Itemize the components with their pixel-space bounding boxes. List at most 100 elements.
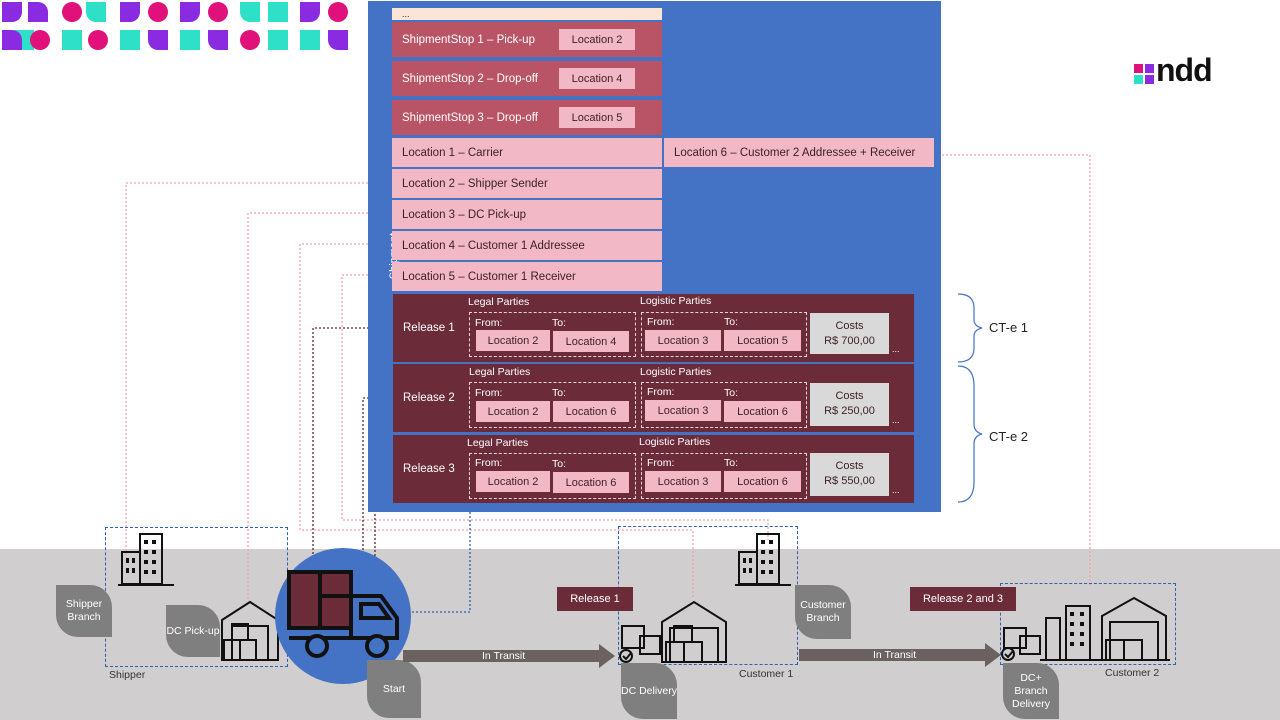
customer2-caption: Customer 2 [1105, 667, 1160, 679]
more-ellipsis: ... [892, 344, 900, 354]
more-ellipsis: ... [892, 415, 900, 425]
legal-parties-box [469, 312, 636, 357]
log-from-location: Location 3 [645, 400, 721, 421]
log-to-label: To: [724, 457, 739, 469]
dc-delivery-leaf: DC Delivery [621, 663, 677, 719]
costs-value: R$ 550,00 [824, 475, 875, 487]
decorative-pattern [0, 0, 352, 52]
log-from-label: From: [647, 386, 675, 398]
release23-tag: Release 2 and 3 [910, 587, 1016, 611]
legal-to-label: To: [552, 387, 567, 399]
stop-location: Location 4 [559, 68, 635, 89]
release1-tag: Release 1 [557, 587, 633, 611]
costs-label: Costs [835, 320, 864, 332]
in-transit-arrow-2 [799, 643, 1001, 667]
log-to-label: To: [724, 387, 739, 399]
legal-parties-box [469, 382, 636, 428]
costs-box: Costs R$ 550,00 [810, 453, 889, 496]
logo-text: ndd [1156, 52, 1213, 88]
stop-label: ShipmentStop 1 – Pick-up [402, 33, 535, 46]
shipment-stop-1: ShipmentStop 1 – Pick-up Location 2 [392, 22, 662, 57]
dc-pickup-leaf: DC Pick-up [166, 605, 220, 657]
customer2-box [1000, 583, 1176, 665]
log-to-location: Location 6 [724, 401, 801, 422]
shipment-stop-3: ShipmentStop 3 – Drop-off Location 5 [392, 100, 662, 135]
release-1: Release 1 Legal Parties Logistic Parties… [393, 294, 914, 362]
legal-to-location: Location 4 [553, 331, 629, 352]
logistic-parties-title: Logistic Parties [639, 436, 711, 448]
stop-location: Location 2 [559, 29, 635, 50]
ndd-logo-icon [1134, 64, 1154, 84]
costs-box: Costs R$ 250,00 [810, 383, 889, 426]
log-from-label: From: [647, 457, 675, 469]
shipper-branch-leaf: Shipper Branch [56, 585, 112, 637]
start-leaf: Start [367, 660, 421, 718]
location-5: Location 5 – Customer 1 Receiver [392, 262, 662, 291]
costs-box: Costs R$ 700,00 [810, 313, 889, 354]
ellipsis: ... [402, 8, 410, 19]
release-2: Release 2 Legal Parties Logistic Parties… [393, 364, 914, 432]
logistic-parties-title: Logistic Parties [640, 295, 712, 307]
legal-parties-title: Legal Parties [469, 366, 531, 378]
in-transit-arrow-1 [403, 644, 615, 668]
dc-branch-delivery-leaf: DC+ Branch Delivery [1003, 663, 1059, 719]
dc-delivery-icon [619, 600, 727, 663]
logistic-parties-box [641, 312, 807, 357]
shipment-stop-2: ShipmentStop 2 – Drop-off Location 4 [392, 61, 662, 96]
stop-label: ShipmentStop 3 – Drop-off [402, 111, 538, 124]
legal-parties-title: Legal Parties [468, 296, 530, 308]
location-6: Location 6 – Customer 2 Addressee + Rece… [664, 138, 934, 167]
shipper-building-icon [118, 533, 174, 586]
logistic-parties-box [641, 453, 807, 499]
customer-branch-leaf: Customer Branch [795, 585, 851, 639]
legal-to-label: To: [552, 317, 567, 329]
cte1-brace [957, 293, 983, 363]
shipper-caption: Shipper [109, 669, 146, 681]
legal-from-label: From: [475, 317, 503, 329]
release-3: Release 3 Legal Parties Logistic Parties… [393, 435, 914, 503]
legal-to-location: Location 6 [553, 401, 629, 422]
logistic-parties-box [641, 382, 807, 428]
legal-parties-title: Legal Parties [467, 437, 529, 449]
stop-location: Location 5 [559, 107, 635, 128]
logistic-parties-title: Logistic Parties [640, 366, 712, 378]
customer1-building-icon [735, 533, 791, 586]
log-to-location: Location 5 [724, 330, 801, 351]
cte-braces [957, 293, 983, 503]
legal-from-label: From: [475, 457, 503, 469]
costs-label: Costs [835, 390, 864, 402]
dc-pickup-warehouse-icon [221, 600, 279, 661]
cte1-label: CT-e 1 [989, 320, 1029, 335]
location-2: Location 2 – Shipper Sender [392, 169, 662, 198]
location-3: Location 3 – DC Pick-up [392, 200, 662, 229]
log-to-location: Location 6 [724, 471, 801, 492]
legal-from-location: Location 2 [476, 401, 550, 422]
in-transit-label-2: In Transit [873, 649, 917, 661]
log-from-location: Location 3 [645, 471, 721, 492]
location-1: Location 1 – Carrier [392, 138, 662, 167]
legal-from-location: Location 2 [476, 330, 550, 351]
truck-icon [287, 570, 399, 658]
log-to-label: To: [724, 316, 739, 328]
release-label: Release 1 [403, 322, 455, 334]
legal-to-location: Location 6 [553, 472, 629, 493]
legal-from-location: Location 2 [476, 471, 550, 492]
cte2-label: CT-e 2 [989, 429, 1029, 444]
legal-to-label: To: [552, 458, 567, 470]
customer1-caption: Customer 1 [739, 668, 794, 680]
in-transit-label-1: In Transit [482, 650, 526, 662]
log-from-label: From: [647, 316, 675, 328]
legal-from-label: From: [475, 387, 503, 399]
release-label: Release 2 [403, 392, 455, 404]
customer2-buildings-icon [1001, 596, 1170, 661]
ndd-logo: ndd [1134, 52, 1234, 90]
costs-value: R$ 250,00 [824, 405, 875, 417]
release-label: Release 3 [403, 463, 455, 475]
more-ellipsis: ... [892, 485, 900, 495]
location-4: Location 4 – Customer 1 Addressee [392, 231, 662, 260]
stop-label: ShipmentStop 2 – Drop-off [402, 72, 538, 85]
costs-value: R$ 700,00 [824, 335, 875, 347]
log-from-location: Location 3 [645, 330, 721, 351]
costs-label: Costs [835, 460, 864, 472]
